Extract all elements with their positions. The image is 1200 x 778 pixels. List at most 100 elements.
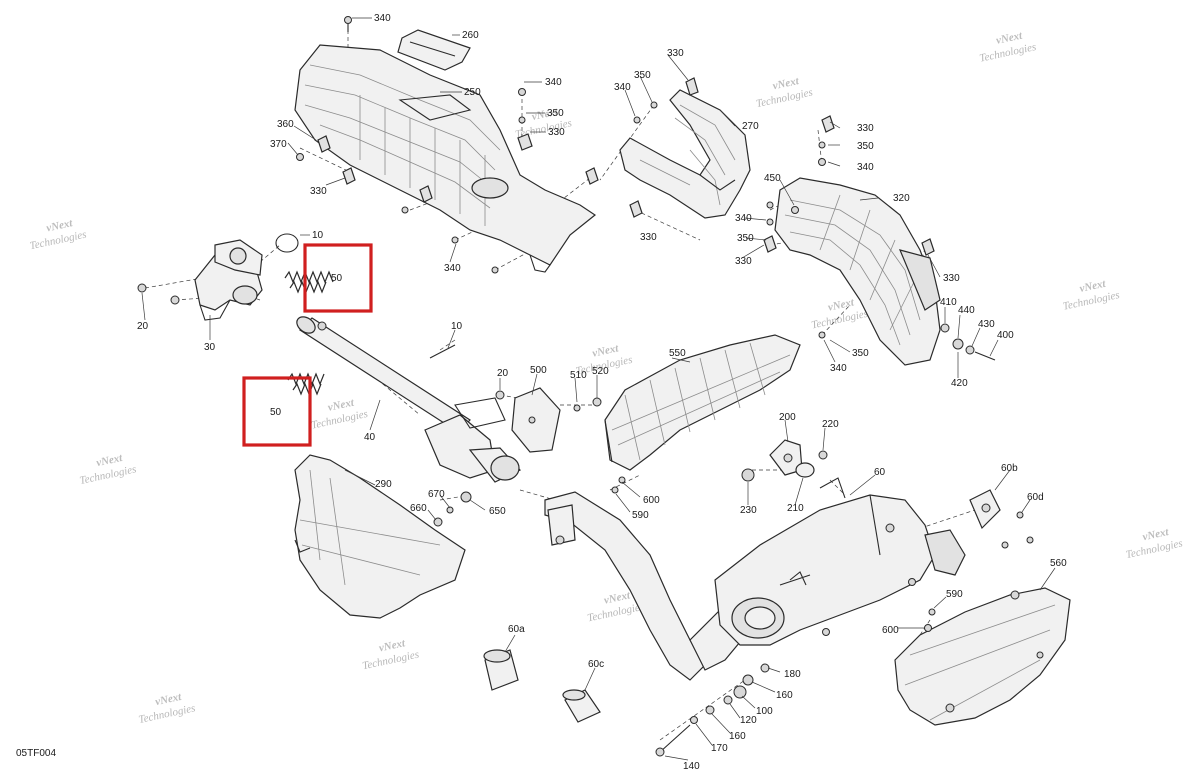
callout-670: 670 bbox=[428, 489, 445, 500]
callout-550: 550 bbox=[669, 348, 686, 359]
callout-350: 350 bbox=[737, 233, 754, 244]
callout-250: 250 bbox=[464, 87, 481, 98]
callout-160: 160 bbox=[729, 731, 746, 742]
callout-430: 430 bbox=[978, 319, 995, 330]
svg-text:vNext: vNext bbox=[531, 106, 560, 123]
heat-shield-320 bbox=[774, 177, 941, 366]
bracket-60b bbox=[969, 489, 1001, 530]
callout-10: 10 bbox=[451, 321, 463, 332]
clamp-210 bbox=[795, 462, 815, 478]
tailpipe-60c bbox=[562, 689, 601, 723]
callout-220: 220 bbox=[822, 419, 839, 430]
callout-330: 330 bbox=[640, 232, 657, 243]
callout-360: 360 bbox=[277, 119, 294, 130]
callout-20: 20 bbox=[137, 321, 149, 332]
callout-450: 450 bbox=[764, 173, 781, 184]
callout-210: 210 bbox=[787, 503, 804, 514]
svg-text:vNext: vNext bbox=[603, 589, 632, 606]
callout-180: 180 bbox=[784, 669, 801, 680]
tailpipe-60a bbox=[483, 649, 519, 691]
callout-40: 40 bbox=[364, 432, 376, 443]
callout-10: 10 bbox=[312, 230, 324, 241]
callout-400: 400 bbox=[997, 330, 1014, 341]
svg-text:vNext: vNext bbox=[45, 217, 74, 234]
callout-leaders bbox=[141, 17, 1056, 761]
callout-120: 120 bbox=[740, 715, 757, 726]
callout-330: 330 bbox=[857, 123, 874, 134]
callout-50-upper: 50 bbox=[331, 273, 343, 284]
bracket-500 bbox=[511, 387, 561, 453]
bracket-200 bbox=[769, 439, 803, 476]
callout-340: 340 bbox=[735, 213, 752, 224]
callout-330: 330 bbox=[667, 48, 684, 59]
gasket-10 bbox=[275, 233, 299, 253]
highlight-box-spring-50-lower bbox=[242, 376, 312, 447]
svg-text:vNext: vNext bbox=[1141, 526, 1170, 543]
svg-text:vNext: vNext bbox=[378, 637, 407, 654]
nut-230 bbox=[741, 468, 755, 482]
svg-text:vNext: vNext bbox=[154, 691, 183, 708]
heat-shield-250 bbox=[294, 44, 597, 273]
pin-10 bbox=[429, 344, 456, 359]
drawing-code: 05TF004 bbox=[16, 748, 56, 759]
callout-410: 410 bbox=[940, 297, 957, 308]
callout-350: 350 bbox=[857, 141, 874, 152]
callout-270: 270 bbox=[742, 121, 759, 132]
muffler-60 bbox=[714, 477, 966, 646]
callout-290: 290 bbox=[375, 479, 392, 490]
callout-30: 30 bbox=[204, 342, 216, 353]
callout-60: 60 bbox=[874, 467, 886, 478]
svg-text:vNext: vNext bbox=[995, 29, 1024, 46]
svg-text:vNext: vNext bbox=[1078, 278, 1107, 295]
callout-260: 260 bbox=[462, 30, 479, 41]
callout-340: 340 bbox=[545, 77, 562, 88]
callout-340: 340 bbox=[374, 13, 391, 24]
callout-500: 500 bbox=[530, 365, 547, 376]
callout-60a: 60a bbox=[508, 624, 525, 635]
callout-330: 330 bbox=[310, 186, 327, 197]
callout-350: 350 bbox=[547, 108, 564, 119]
callout-340: 340 bbox=[857, 162, 874, 173]
callout-230: 230 bbox=[740, 505, 757, 516]
spring-50-upper bbox=[284, 270, 334, 294]
callout-170: 170 bbox=[711, 743, 728, 754]
heat-shield-270 bbox=[619, 89, 751, 219]
mid-pipe-40 bbox=[296, 316, 521, 483]
svg-text:vNext: vNext bbox=[327, 396, 356, 413]
highlight-box-spring-50-upper bbox=[303, 243, 373, 313]
callout-340: 340 bbox=[830, 363, 847, 374]
callout-330: 330 bbox=[735, 256, 752, 267]
callout-650: 650 bbox=[489, 506, 506, 517]
callout-340: 340 bbox=[444, 263, 461, 274]
callout-660: 660 bbox=[410, 503, 427, 514]
callout-440: 440 bbox=[958, 305, 975, 316]
callout-520: 520 bbox=[592, 366, 609, 377]
callout-200: 200 bbox=[779, 412, 796, 423]
callout-350: 350 bbox=[852, 348, 869, 359]
highlight-boxes bbox=[242, 243, 373, 447]
svg-text:vNext: vNext bbox=[95, 452, 124, 469]
callout-510: 510 bbox=[570, 370, 587, 381]
callout-330: 330 bbox=[548, 127, 565, 138]
svg-text:vNext: vNext bbox=[827, 296, 856, 313]
callout-590: 590 bbox=[632, 510, 649, 521]
callout-330: 330 bbox=[943, 273, 960, 284]
callout-60d: 60d bbox=[1027, 492, 1044, 503]
callout-340: 340 bbox=[614, 82, 631, 93]
callout-labels: 340 260 250 360 370 330 340 350 330 330 … bbox=[137, 13, 1067, 772]
callout-320: 320 bbox=[893, 193, 910, 204]
callout-60b: 60b bbox=[1001, 463, 1018, 474]
callout-600: 600 bbox=[643, 495, 660, 506]
callout-350: 350 bbox=[634, 70, 651, 81]
callout-420: 420 bbox=[951, 378, 968, 389]
